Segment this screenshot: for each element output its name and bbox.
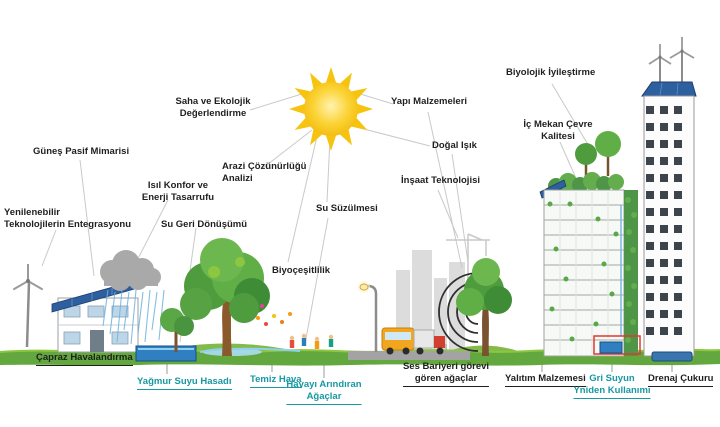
playing-people — [289, 333, 334, 349]
rainwater-basin — [135, 345, 197, 362]
greywater-tank — [593, 335, 641, 355]
label-temiz-hava: Temiz Hava — [250, 374, 302, 388]
sun-icon — [289, 67, 373, 151]
road — [348, 351, 470, 360]
barrier-tree — [456, 258, 512, 356]
label-yapi-malzemeleri: Yapı Malzemeleri — [391, 96, 468, 107]
label-dogal-isik: Doğal Işık — [432, 140, 477, 151]
label-yenilenebilir-teknolojiler: Yenilenebilir Teknolojilerin Entegrasyon… — [4, 207, 132, 230]
label-capraz-havalandirma: Çapraz Havalandırma — [36, 352, 133, 366]
window-grid — [646, 102, 686, 342]
label-arazi-cozunurlugu-analizi: Arazi Çözünürlüğü Analizi — [222, 161, 307, 184]
solar-panel — [641, 81, 697, 97]
balcony-plants — [547, 201, 619, 342]
label-ses-bariyeri-agaclar: Ses Bariyeri görevi gören ağaçlar — [402, 361, 490, 387]
label-yagmur-suyu-hasadi: Yağmur Suyu Hasadı — [137, 376, 232, 390]
label-drenaj-cukuru: Drenaj Çukuru — [648, 373, 714, 387]
drainage-pit — [651, 351, 693, 362]
green-roof-building — [539, 131, 641, 357]
roof-wind-turbines — [648, 37, 695, 82]
label-su-geri-donusumu: Su Geri Dönüşümü — [161, 219, 248, 230]
bus — [381, 327, 415, 355]
big-tree — [160, 238, 270, 356]
label-su-suzulmesi: Su Süzülmesi — [316, 203, 378, 214]
label-havayi-arindiran-agaclar: Havayı Arındıran Ağaçlar — [286, 379, 362, 405]
label-ic-mekan-cevre-kalitesi: İç Mekan Çevre Kalitesi — [523, 119, 593, 142]
wind-turbine-icon — [12, 264, 44, 348]
label-insaat-teknolojisi: İnşaat Teknolojisi — [401, 175, 481, 186]
label-gunes-pasif-mimarisi: Güneş Pasif Mimarisi — [33, 146, 130, 157]
green-wall — [624, 190, 638, 356]
highrise-tower — [641, 37, 697, 357]
stream — [199, 347, 301, 356]
label-yalitim-malzemesi: Yalıtım Malzemesi — [505, 373, 586, 387]
label-isil-konfor: Isıl Konfor ve Enerji Tasarrufu — [141, 180, 215, 203]
label-gri-suyun-kullanimi: Gri Suyun Yniden Kullanımı — [573, 373, 651, 399]
label-biyolojik-iyilestirme: Biyolojik İyileştirme — [506, 67, 596, 78]
solar-roof-house — [51, 279, 139, 353]
rain-cloud-icon — [100, 250, 165, 345]
label-biyocesitlilik: Biyoçeşitlilik — [272, 265, 331, 276]
street-lamp — [358, 281, 378, 352]
flowers — [256, 304, 292, 326]
label-saha-ekolojik-degerlendirme: Saha ve Ekolojik Değerlendirme — [175, 96, 251, 119]
truck — [413, 329, 445, 355]
